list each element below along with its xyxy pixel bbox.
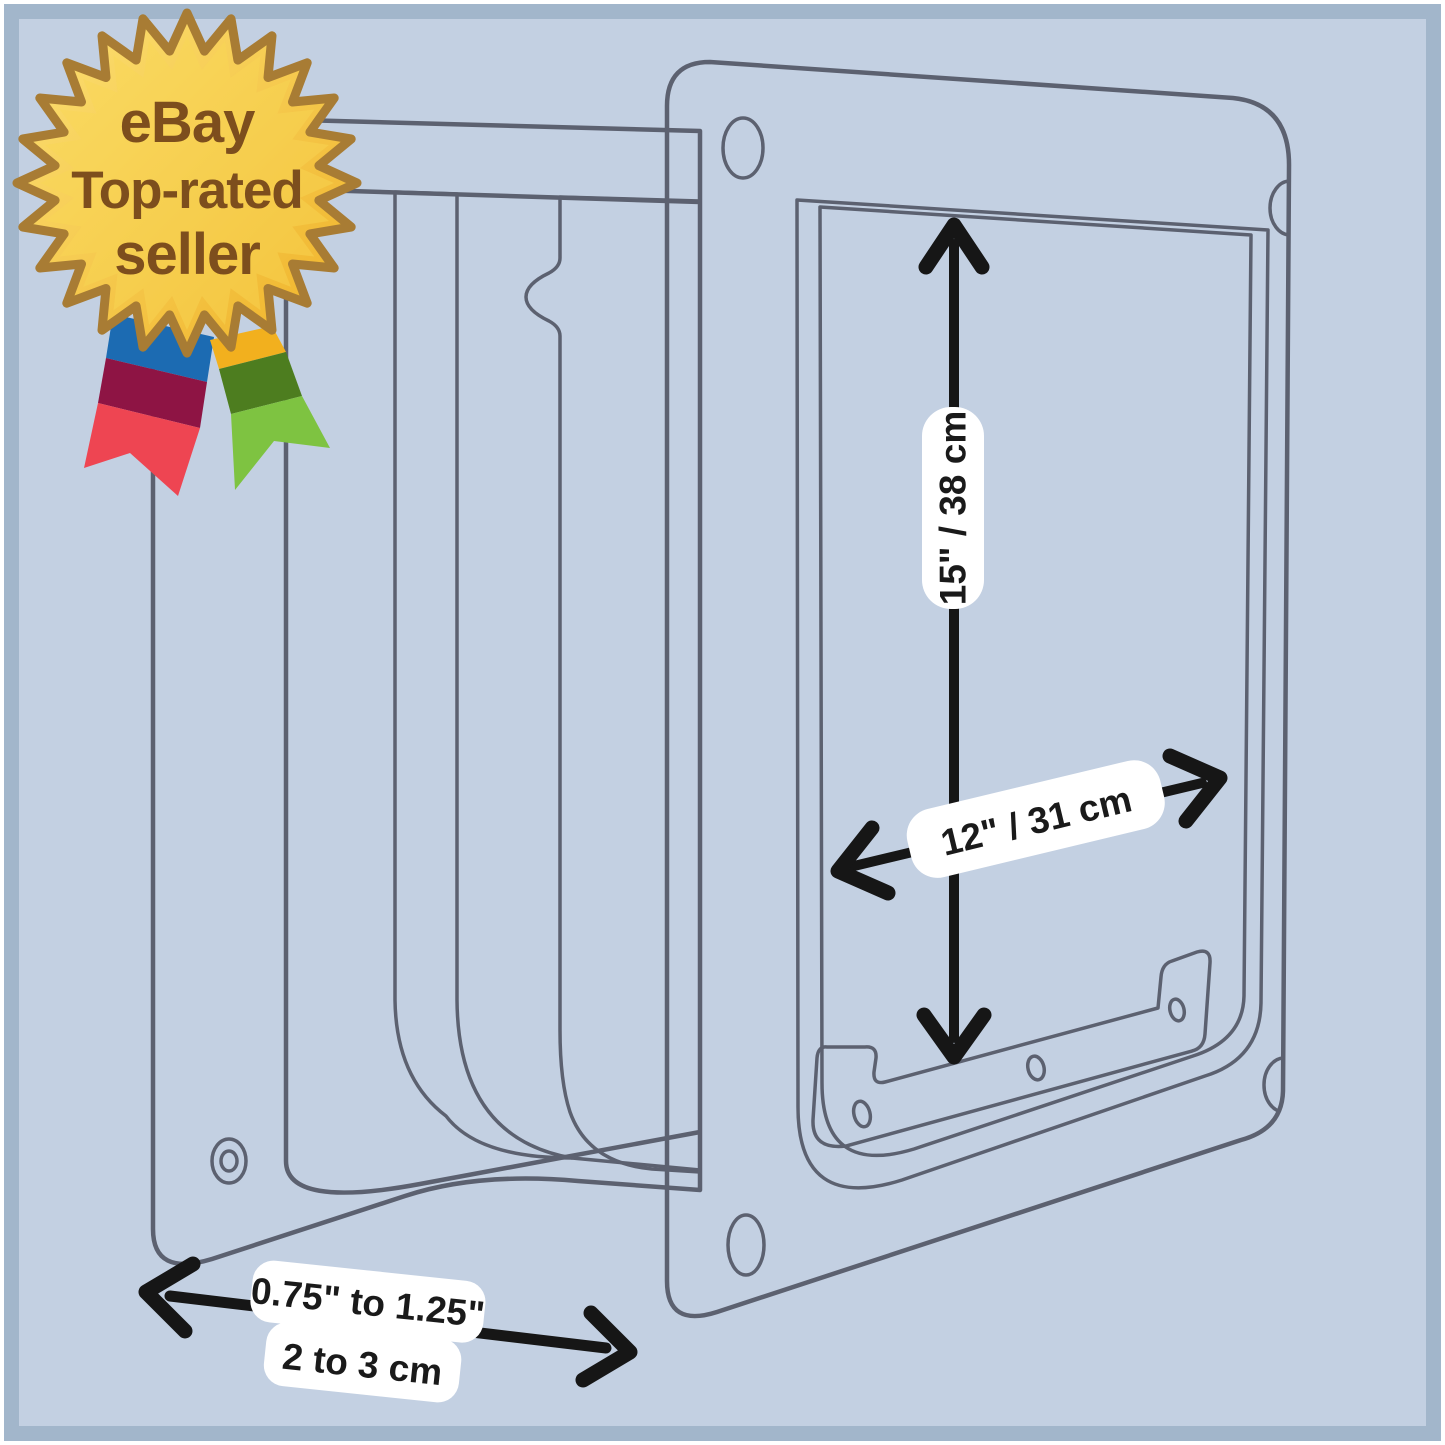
- exterior-screw-hole-top-right: [1268, 179, 1290, 237]
- arrow-left-icon: [830, 820, 896, 901]
- arrow-right-icon: [1162, 748, 1228, 829]
- width-dimension: 12" / 31 cm: [830, 748, 1228, 901]
- exterior-screw-hole-bottom-left: [726, 1213, 766, 1277]
- badge-text-line1: eBay: [120, 90, 255, 155]
- depth-label-pill-top: [250, 1260, 486, 1343]
- rail-hole-middle: [1025, 1054, 1047, 1082]
- arrow-right-icon: [575, 1305, 638, 1388]
- flap-opening-outer: [795, 198, 1270, 1190]
- starburst-icon: [12, 8, 362, 358]
- tunnel-floor-line: [570, 1156, 702, 1172]
- height-label: 15" / 38 cm: [933, 411, 974, 605]
- rail-hole-right: [1167, 997, 1187, 1023]
- interior-screw-hole-outer: [210, 1137, 248, 1185]
- width-label-pill: [906, 760, 1165, 878]
- tunnel-wall-band: [393, 190, 574, 1160]
- dimension-annotations: 15" / 38 cm 12" / 31 cm 0.75" to 1.25" 2…: [138, 217, 1228, 1403]
- arrow-up-icon: [918, 217, 990, 275]
- badge-text-line3: seller: [114, 222, 260, 287]
- interior-frame-plate: [150, 113, 703, 1267]
- flap-opening-inner: [818, 205, 1253, 1158]
- height-label-pill: [922, 407, 984, 609]
- depth-label-pill-bottom: [263, 1322, 462, 1403]
- threshold-rail: [811, 949, 1212, 1149]
- interior-screw-hole-inner: [219, 1149, 239, 1173]
- ebay-top-rated-badge: eBay Top-rated seller: [12, 8, 362, 496]
- arrow-left-icon: [138, 1256, 201, 1339]
- height-dimension: 15" / 38 cm: [916, 217, 992, 1065]
- exterior-frame-plate: [664, 59, 1292, 1319]
- rail-hole-left: [851, 1099, 873, 1129]
- starburst-glow-icon: [40, 36, 334, 330]
- depth-dimension: 0.75" to 1.25" 2 to 3 cm: [138, 1256, 638, 1403]
- arrow-down-icon: [916, 1007, 992, 1065]
- pet-door-illustration: [150, 59, 1292, 1319]
- door-flap: [524, 195, 702, 1174]
- exterior-screw-hole-top-left: [721, 116, 765, 180]
- badge-text-line2: Top-rated: [71, 161, 302, 220]
